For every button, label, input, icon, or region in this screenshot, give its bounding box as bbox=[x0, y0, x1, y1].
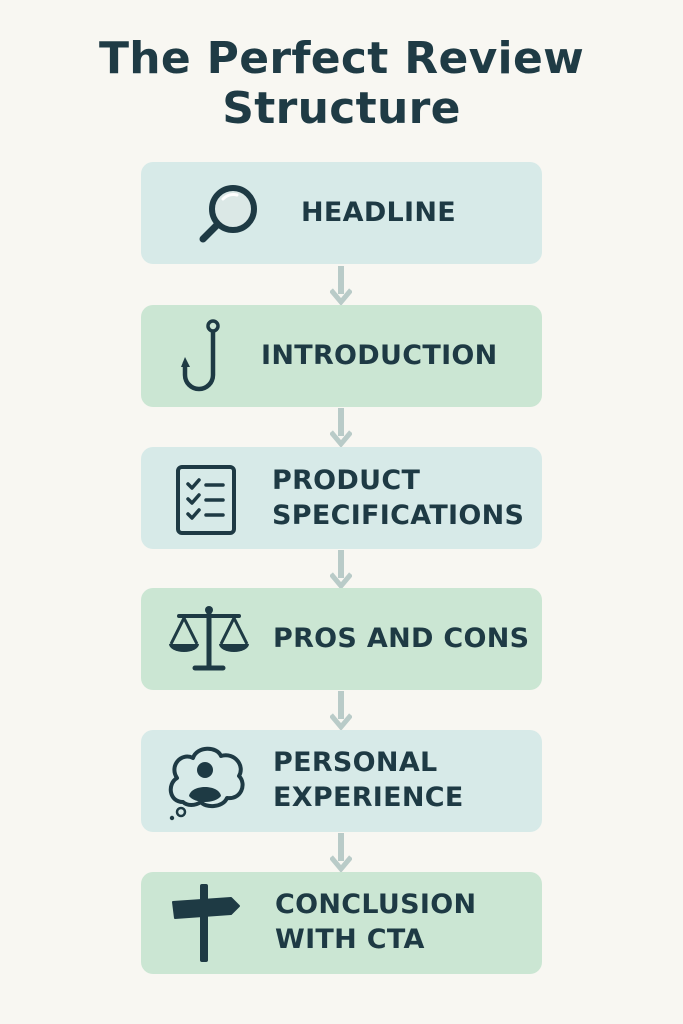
step-label: HEADLINE bbox=[301, 197, 457, 228]
title-line-2: Structure bbox=[222, 83, 461, 134]
step-label: INTRODUCTION bbox=[261, 340, 498, 371]
fish-hook-icon bbox=[181, 319, 220, 392]
step-conclusion-with-cta: CONCLUSION WITH CTA bbox=[141, 872, 542, 974]
step-headline: HEADLINE bbox=[141, 162, 542, 264]
balance-scale-icon bbox=[169, 606, 249, 671]
thought-bubble-person-icon bbox=[168, 746, 245, 821]
step-product-specifications: PRODUCT SPECIFICATIONS bbox=[141, 447, 542, 549]
step-label-line-2: SPECIFICATIONS bbox=[272, 500, 525, 531]
title-line-1: The Perfect Review bbox=[98, 33, 585, 84]
step-pros-and-cons: PROS AND CONS bbox=[141, 588, 542, 690]
arrow-down-icon bbox=[330, 833, 352, 873]
magnifying-glass-icon bbox=[199, 185, 257, 243]
step-label-line-1: CONCLUSION bbox=[275, 889, 477, 920]
arrow-down-icon bbox=[330, 691, 352, 731]
step-label-line-2: WITH CTA bbox=[275, 924, 425, 955]
arrow-down-icon bbox=[330, 408, 352, 448]
arrow-down-icon bbox=[330, 266, 352, 306]
step-label: PROS AND CONS bbox=[273, 623, 530, 654]
signpost-icon bbox=[172, 884, 240, 962]
page-title: The Perfect Review Structure bbox=[0, 34, 683, 134]
step-label-line-1: PRODUCT bbox=[272, 465, 421, 496]
step-personal-experience: PERSONAL EXPERIENCE bbox=[141, 730, 542, 832]
step-label-line-2: EXPERIENCE bbox=[273, 782, 464, 813]
arrow-down-icon bbox=[330, 550, 352, 590]
step-label-line-1: PERSONAL bbox=[273, 747, 438, 778]
checklist-icon bbox=[176, 465, 236, 535]
step-introduction: INTRODUCTION bbox=[141, 305, 542, 407]
